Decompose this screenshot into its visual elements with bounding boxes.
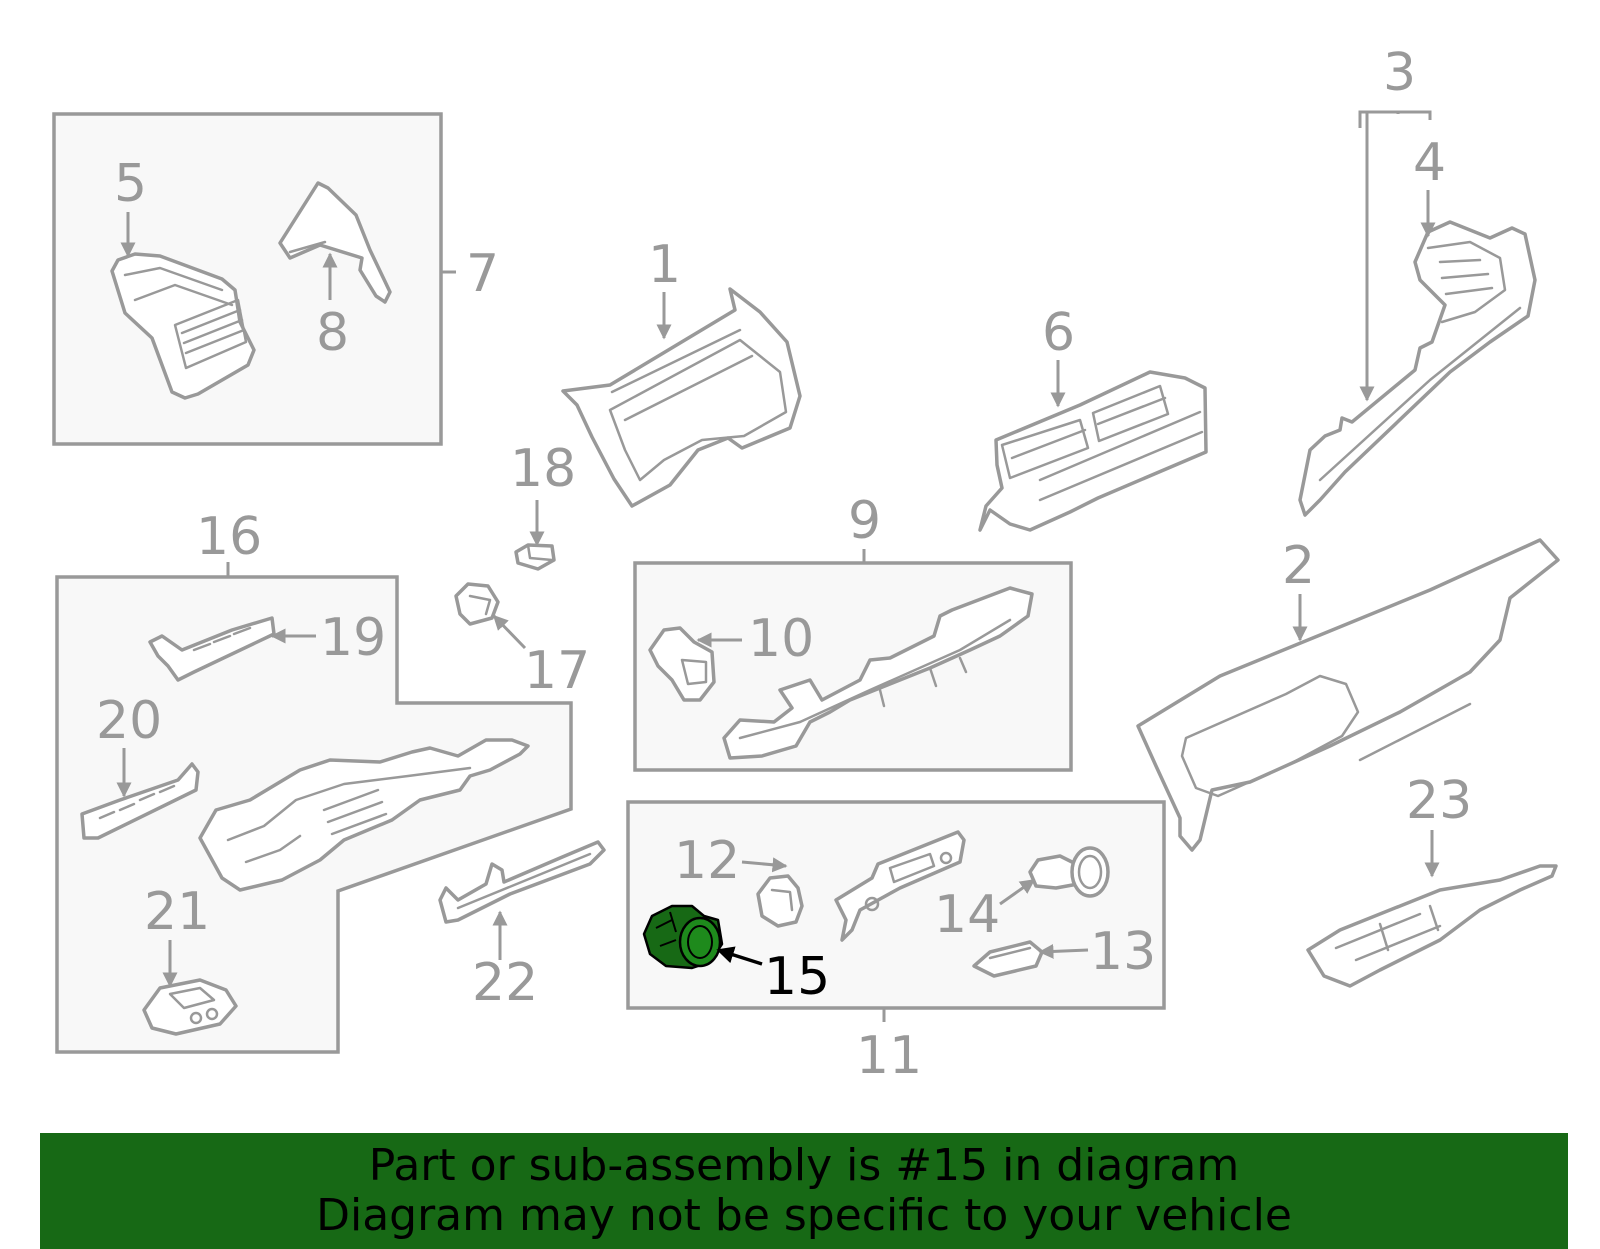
callout-18: 18 [510,439,576,499]
banner-line-2: Diagram may not be specific to your vehi… [316,1190,1292,1241]
banner-line-1: Part or sub-assembly is #15 in diagram [368,1140,1240,1191]
part-5-air-vent[interactable] [110,252,256,400]
part-9-glovebox-lid[interactable] [722,586,1034,760]
callout-10: 10 [748,609,814,669]
callout-21: 21 [144,882,210,942]
part-14-button[interactable] [1028,846,1110,898]
part-11-switch-panel[interactable] [834,830,966,942]
callout-3: 3 [1383,43,1416,103]
part-16-glovebox-frame[interactable] [198,738,530,892]
callout-20: 20 [96,691,162,751]
callout-2: 2 [1282,536,1315,596]
part-6-center-vent[interactable] [978,370,1208,532]
part-8-trim-piece[interactable] [278,181,392,304]
callout-23: 23 [1406,771,1472,831]
part-12-clip[interactable] [756,874,804,928]
part-18-clip[interactable] [514,543,556,571]
callout-11: 11 [856,1026,922,1086]
group-box-11 [626,800,1166,1010]
callout-labels: 1 2 3 4 5 6 7 8 9 10 11 12 13 14 15 16 1… [96,43,1472,1086]
callout-1: 1 [648,235,681,295]
callout-5: 5 [114,154,147,214]
callout-16: 16 [196,507,262,567]
callout-12: 12 [674,831,740,891]
part-23-lower-bracket[interactable] [1306,864,1558,988]
part-20-bracket[interactable] [80,762,200,840]
callout-15: 15 [764,947,830,1007]
callout-22: 22 [472,953,538,1013]
callout-17: 17 [524,641,590,701]
callout-7: 7 [466,244,499,304]
callout-9: 9 [848,491,881,551]
info-banner: Part or sub-assembly is #15 in diagram D… [40,1133,1568,1249]
callout-8: 8 [316,303,349,363]
part-22-lower-trim[interactable] [438,840,606,924]
callout-4: 4 [1413,133,1446,193]
callout-14: 14 [934,885,1000,945]
part-2-dash-panel[interactable] [1136,538,1560,852]
part-17-connector[interactable] [454,582,500,626]
callout-13: 13 [1090,922,1156,982]
callout-6: 6 [1042,303,1075,363]
part-15-highlighted[interactable] [642,904,724,970]
part-1-cluster-shroud[interactable] [561,287,802,508]
callout-19: 19 [320,608,386,668]
part-3-side-trim[interactable] [1298,220,1537,517]
